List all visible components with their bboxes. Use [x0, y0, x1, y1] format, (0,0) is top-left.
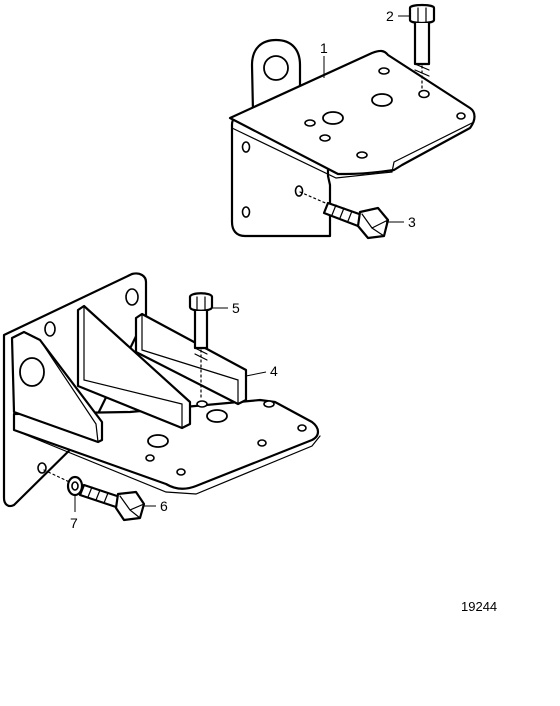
bolt-3-hole — [294, 185, 304, 197]
callout-5: 5 — [232, 300, 240, 316]
upper-bracket — [228, 38, 476, 238]
leader-4 — [245, 371, 267, 377]
callout-4: 4 — [270, 363, 278, 379]
callout-1: 1 — [320, 40, 328, 56]
washer-7 — [43, 469, 84, 497]
lower-bracket — [2, 272, 321, 508]
callout-2: 2 — [386, 8, 394, 24]
bolt-3 — [299, 191, 390, 240]
lifting-eye-hole — [263, 55, 289, 81]
callout-7: 7 — [70, 515, 78, 531]
callout-6: 6 — [160, 498, 168, 514]
bolt-2 — [408, 3, 436, 91]
leader-lines — [74, 15, 410, 512]
bolt-5 — [188, 292, 214, 401]
bolt-5-hole — [196, 400, 208, 408]
bolt-2-hole — [418, 89, 430, 99]
figure-reference-number: 19244 — [461, 599, 497, 614]
callout-3: 3 — [408, 214, 416, 230]
bolt-6 — [78, 483, 146, 522]
bolt-6-hole — [37, 462, 47, 474]
upper-bracket-top-plate — [228, 49, 476, 176]
